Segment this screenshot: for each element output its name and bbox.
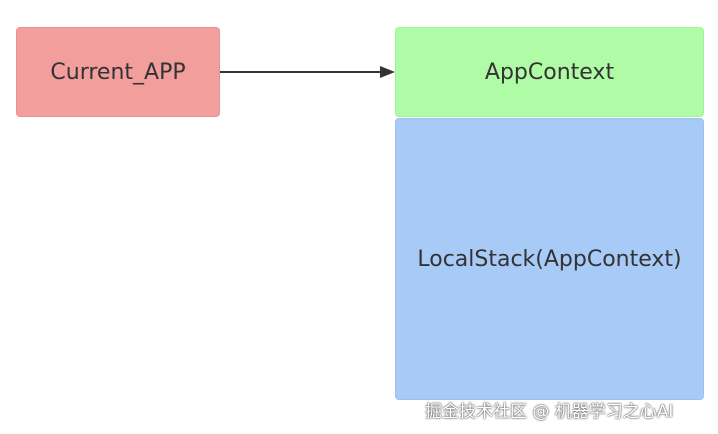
current-app-node: Current_APP [16, 27, 220, 117]
appcontext-node: AppContext [395, 27, 704, 117]
current-app-label: Current_APP [50, 59, 186, 85]
appcontext-label: AppContext [484, 59, 615, 85]
watermark-text: 掘金技术社区 @ 机器学习之心AI [425, 402, 674, 422]
localstack-node: LocalStack(AppContext) [395, 118, 704, 400]
arrow-head [380, 66, 395, 78]
localstack-label: LocalStack(AppContext) [417, 246, 682, 272]
